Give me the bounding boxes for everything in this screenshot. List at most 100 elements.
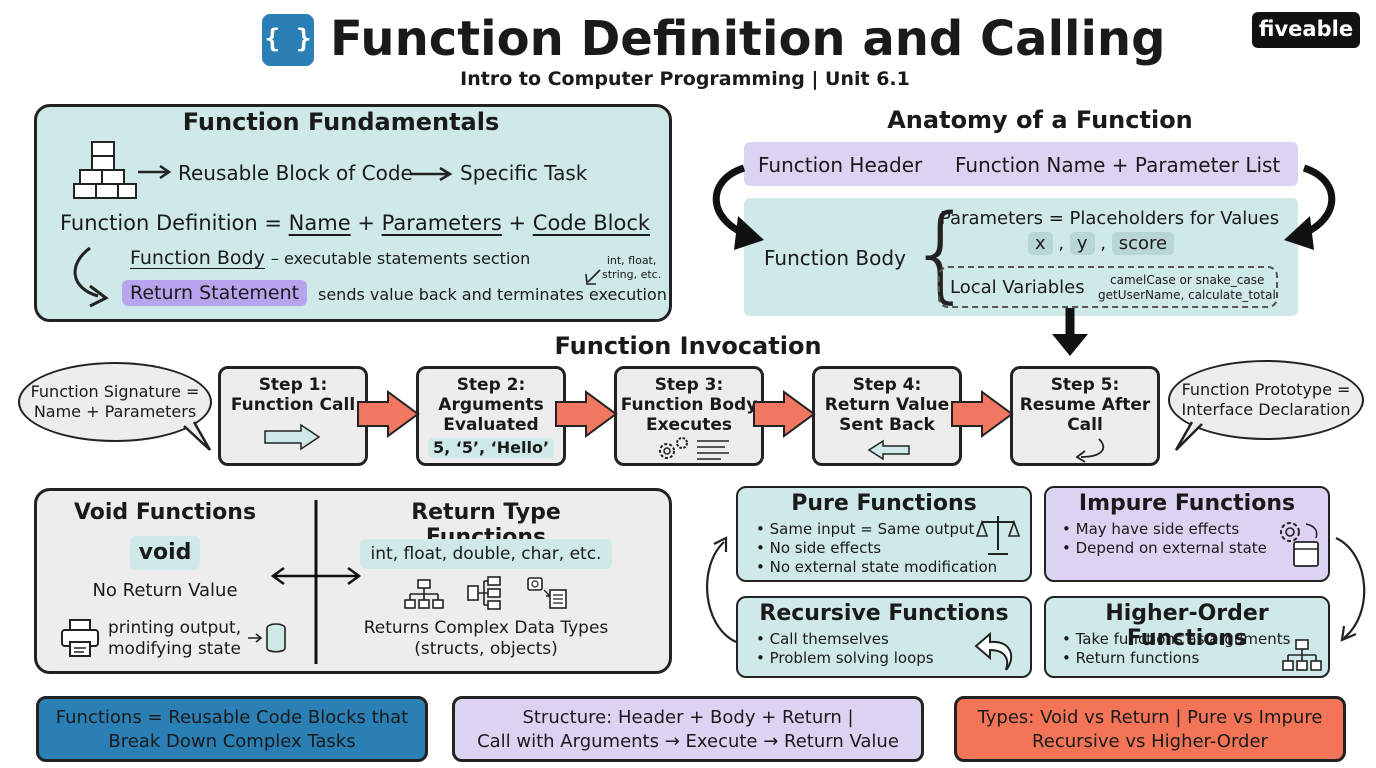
step-arrow xyxy=(357,390,420,438)
pure-list: Same input = Same output No side effects… xyxy=(756,520,998,577)
step-label: Function Call xyxy=(230,395,356,415)
param-chip: x xyxy=(1028,232,1053,255)
cycle-arrow-left xyxy=(706,536,737,643)
brand-logo[interactable]: fiveable xyxy=(1252,12,1360,48)
function-header-bar xyxy=(744,142,1298,186)
step-label: Evaluated xyxy=(443,415,539,435)
step-1: Step 1: Function Call xyxy=(218,366,368,466)
definition-prefix: Function Definition = xyxy=(60,211,282,235)
locals-label: Local Variables xyxy=(950,277,1085,298)
cycle-arrow-right xyxy=(1335,537,1366,642)
list-item: Return functions xyxy=(1062,649,1290,668)
page-title: Function Definition and Calling xyxy=(330,11,1166,67)
fundamentals-title: Function Fundamentals xyxy=(182,108,500,136)
signature-line: Function Signature = xyxy=(30,382,200,401)
param-chip: y xyxy=(1069,232,1095,255)
step-3: Step 3: Function Body Executes xyxy=(614,366,764,466)
double-arrow-icon xyxy=(270,566,362,586)
list-item: No external state modification xyxy=(756,558,998,577)
summary-line: Recursive vs Higher-Order xyxy=(1032,731,1268,752)
list-item: Take functions as arguments xyxy=(1062,630,1291,649)
header-label: Function Header xyxy=(758,153,923,177)
step-number: Step 2: xyxy=(456,375,526,395)
curved-arrow-icon xyxy=(73,246,109,308)
small-arrow-icon xyxy=(585,269,601,285)
body-label: Function Body xyxy=(130,247,265,269)
summary-line: Functions = Reusable Code Blocks that xyxy=(55,707,409,728)
body-label: Function Body xyxy=(764,246,906,270)
return-desc: Returns Complex Data Types (structs, obj… xyxy=(350,618,622,660)
higher-order-list: Take functions as arguments Return funct… xyxy=(1062,630,1291,668)
summary-blue: Functions = Reusable Code Blocks that Br… xyxy=(36,696,428,762)
hierarchy-icon xyxy=(404,579,444,609)
comma: , xyxy=(1058,233,1065,254)
pure-title: Pure Functions xyxy=(791,491,977,516)
naming-line: getUserName, calculate_total xyxy=(1098,288,1276,302)
data-transform-icon xyxy=(527,577,567,609)
step-5: Step 5: Resume After Call xyxy=(1010,366,1160,466)
list-item: No side effects xyxy=(756,539,997,558)
plus-sign: + xyxy=(508,211,527,235)
tree-icon xyxy=(467,576,501,610)
naming-line: camelCase or snake_case xyxy=(1110,273,1265,287)
step-label: Function Body xyxy=(620,395,758,415)
list-item: Depend on external state xyxy=(1062,539,1267,558)
logo-icon: { } xyxy=(262,14,314,66)
header-desc: Function Name + Parameter List xyxy=(955,153,1281,177)
prototype-line: Interface Declaration xyxy=(1181,400,1351,419)
blocks-icon xyxy=(73,141,137,199)
local-vars-box xyxy=(938,266,1278,308)
step-number: Step 4: xyxy=(852,375,922,395)
param-chip: score xyxy=(1111,232,1175,255)
signature-line: Name + Parameters xyxy=(33,402,197,421)
void-title: Void Functions xyxy=(73,500,257,525)
step-label: Executes xyxy=(645,415,733,435)
summary-line: Structure: Header + Body + Return | xyxy=(522,707,854,728)
impure-list: May have side effects Depend on external… xyxy=(1062,520,1267,558)
list-item: Same input = Same output xyxy=(756,520,997,539)
step-label: Call xyxy=(1067,415,1103,435)
summary-line: Call with Arguments → Execute → Return V… xyxy=(477,731,899,752)
scales-icon xyxy=(975,516,1021,555)
step-label: Sent Back xyxy=(839,415,935,435)
signature-bubble: Function Signature = Name + Parameters xyxy=(18,362,212,442)
return-desc-line: Returns Complex Data Types xyxy=(363,618,609,638)
arrow-left-icon xyxy=(867,439,910,461)
summary-lavender: Structure: Header + Body + Return | Call… xyxy=(452,696,924,762)
def-params: Parameters xyxy=(381,211,502,235)
bubble-tail xyxy=(183,421,212,451)
def-code-block: Code Block xyxy=(532,211,651,235)
return-types-chip: int, float, double, char, etc. xyxy=(360,539,612,569)
void-example: modifying state xyxy=(108,639,241,659)
gears-icon xyxy=(659,437,729,460)
step-arrow xyxy=(753,390,816,438)
left-curve-arrow xyxy=(712,164,764,250)
brace: { xyxy=(908,192,975,314)
right-curve-arrow xyxy=(1284,164,1336,250)
task-text: Specific Task xyxy=(460,161,588,185)
plus-sign: + xyxy=(357,211,375,235)
down-arrow-icon xyxy=(1052,308,1088,356)
types-note: int, float, string, etc. xyxy=(602,254,661,282)
list-item: May have side effects xyxy=(1062,520,1267,539)
step-4: Step 4: Return Value Sent Back xyxy=(812,366,962,466)
prototype-line: Function Prototype = xyxy=(1181,380,1351,399)
function-body-panel xyxy=(744,198,1298,316)
invocation-title: Function Invocation xyxy=(554,332,822,360)
step-label: Return Value xyxy=(824,395,950,415)
void-keyword: void xyxy=(130,536,200,570)
anatomy-title: Anatomy of a Function xyxy=(887,106,1193,134)
void-examples: printing output, modifying state xyxy=(108,618,241,660)
step-label: Arguments xyxy=(438,395,544,415)
body-desc: – executable statements section xyxy=(270,249,531,268)
step-number: Step 1: xyxy=(258,375,328,395)
void-desc: No Return Value xyxy=(92,580,238,601)
database-icon xyxy=(248,623,286,653)
loop-back-icon xyxy=(974,631,1013,671)
list-item: Problem solving loops xyxy=(756,649,934,668)
void-example: printing output, xyxy=(108,618,242,638)
arrow-right-icon xyxy=(264,423,321,451)
gear-window-icon xyxy=(1280,522,1319,567)
def-name: Name xyxy=(288,211,351,235)
return-desc: sends value back and terminates executio… xyxy=(318,285,667,304)
